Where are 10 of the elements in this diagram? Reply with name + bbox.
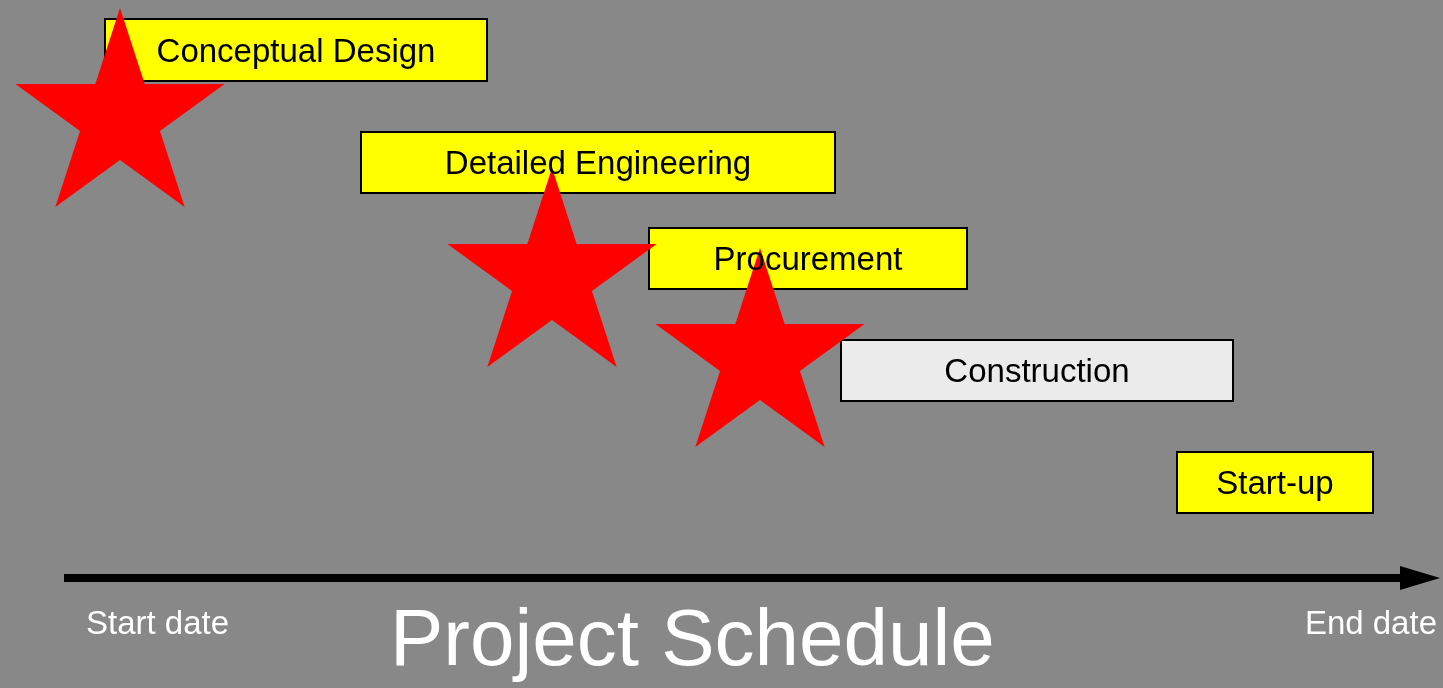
phase-box [1176, 451, 1374, 514]
phase-box [360, 131, 836, 194]
end-date-label: End date [1304, 606, 1437, 639]
phase-label: Construction [944, 354, 1130, 387]
phase-box [104, 18, 488, 82]
phase-label: Detailed Engineering [444, 146, 752, 179]
phase-box [840, 339, 1234, 402]
phase-label: Conceptual Design [156, 33, 436, 67]
start-date-label: Start date [86, 606, 230, 639]
phase-label: Start-up [1216, 466, 1334, 499]
